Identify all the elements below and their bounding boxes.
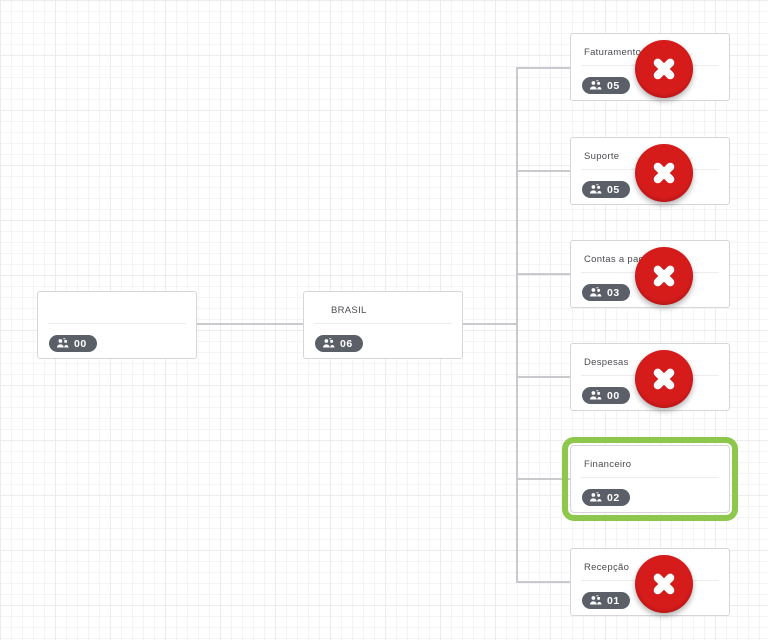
members-count-badge: 02 <box>582 489 630 506</box>
connector-branch-despesas <box>516 376 570 378</box>
members-count-badge: 05 <box>582 181 630 198</box>
connector-trunk <box>516 67 518 583</box>
members-icon <box>590 80 602 90</box>
org-node-recepcao[interactable]: Recepção 01 <box>570 548 730 616</box>
members-icon <box>590 287 602 297</box>
org-node-brasil[interactable]: BRASIL 06 <box>303 291 463 359</box>
removed-status-badge[interactable] <box>635 247 693 305</box>
members-count: 05 <box>607 183 620 196</box>
removed-status-badge[interactable] <box>635 144 693 202</box>
connector-root-to-brasil <box>197 323 303 325</box>
removed-status-badge[interactable] <box>635 40 693 98</box>
members-icon <box>590 595 602 605</box>
node-title: BRASIL <box>331 305 367 316</box>
connector-branch-suporte <box>516 170 570 172</box>
members-count: 05 <box>607 79 620 92</box>
node-title: Faturamento <box>584 47 642 58</box>
org-node-despesas[interactable]: Despesas 00 <box>570 343 730 411</box>
members-count: 00 <box>74 337 87 350</box>
members-count-badge: 03 <box>582 284 630 301</box>
members-count-badge: 00 <box>49 335 97 352</box>
members-count: 00 <box>607 389 620 402</box>
node-divider <box>314 323 452 324</box>
members-count-badge: 00 <box>582 387 630 404</box>
members-count: 03 <box>607 286 620 299</box>
org-node-financeiro[interactable]: Financeiro 02 <box>562 437 738 521</box>
members-icon <box>590 492 602 502</box>
members-count: 01 <box>607 594 620 607</box>
node-title: Despesas <box>584 357 629 368</box>
connector-brasil-to-trunk <box>463 323 516 325</box>
x-icon <box>653 58 675 80</box>
members-count-badge: 01 <box>582 592 630 609</box>
node-title: Suporte <box>584 151 620 162</box>
removed-status-badge[interactable] <box>635 350 693 408</box>
members-count: 02 <box>607 491 620 504</box>
connector-branch-faturamento <box>516 67 570 69</box>
connector-branch-contas-a-pagar <box>516 273 570 275</box>
node-title: Contas a pagar <box>584 254 654 265</box>
x-icon <box>653 162 675 184</box>
node-title: Recepção <box>584 562 630 573</box>
x-icon <box>653 368 675 390</box>
members-icon <box>323 338 335 348</box>
members-count: 06 <box>340 337 353 350</box>
members-count-badge: 06 <box>315 335 363 352</box>
node-divider <box>48 323 186 324</box>
node-title: Financeiro <box>584 459 632 470</box>
org-node-suporte[interactable]: Suporte 05 <box>570 137 730 205</box>
org-node-faturamento[interactable]: Faturamento 05 <box>570 33 730 101</box>
members-icon <box>590 184 602 194</box>
members-count-badge: 05 <box>582 77 630 94</box>
x-icon <box>653 265 675 287</box>
org-node-contas-a-pagar[interactable]: Contas a pagar 03 <box>570 240 730 308</box>
connector-branch-recepcao <box>516 581 570 583</box>
org-node-root[interactable]: 00 <box>37 291 197 359</box>
removed-status-badge[interactable] <box>635 555 693 613</box>
node-divider <box>581 477 719 478</box>
members-icon <box>57 338 69 348</box>
connector-branch-financeiro <box>516 478 570 480</box>
x-icon <box>653 573 675 595</box>
members-icon <box>590 390 602 400</box>
